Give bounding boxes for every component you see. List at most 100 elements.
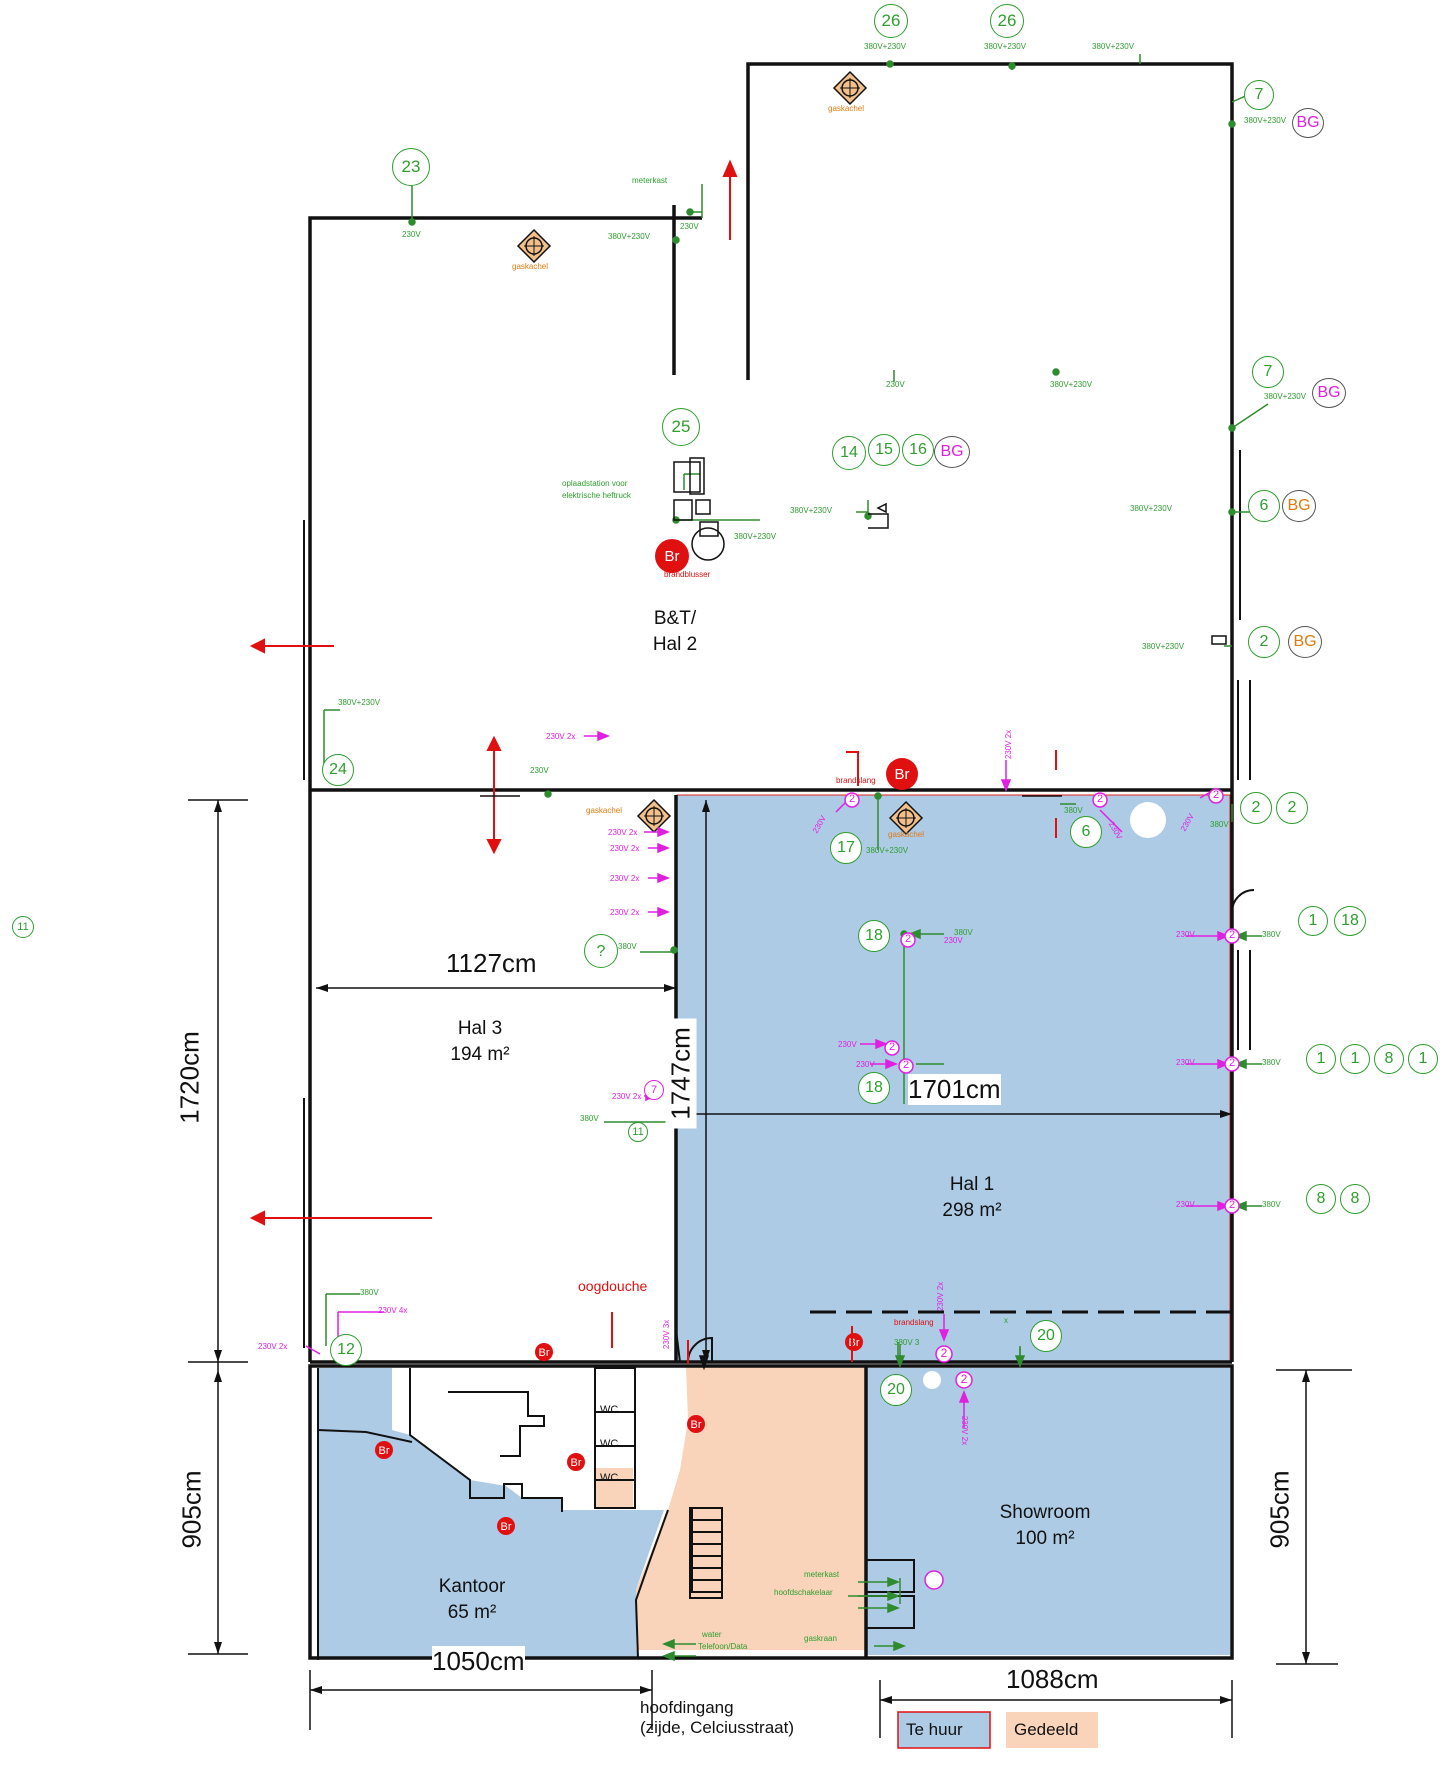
socket-label: 230V 3x [662,1319,672,1350]
socket-label: 230V 2x [960,1415,970,1446]
unknown-marker: ? [584,934,618,968]
circle-marker: 24 [322,754,354,786]
socket-label: 230V [944,936,963,945]
brandblusser-small-icon: Br Br Br Br Br Br [375,1333,863,1535]
circle-marker: 8 [1374,1044,1404,1074]
svg-text:Br: Br [571,1457,582,1469]
brandslang-label: brandslang [836,776,876,785]
room-name: B&T/ [653,608,697,629]
room-hal3-label: Hal 3 194 m² [420,1016,540,1068]
wc-gedeeld [595,1468,633,1508]
meterkast-label: meterkast [804,1570,840,1579]
interior-walls [303,450,1255,1660]
circle-marker: 6 [1248,490,1280,522]
voltage-label: 230V [886,380,905,389]
socket-number: 2 [1228,929,1236,941]
circle-marker: 12 [330,1334,362,1366]
oogdouche-label: oogdouche [578,1278,648,1294]
voltage-label: 380V [954,928,973,937]
circle-marker: 11 [12,916,34,938]
svg-text:Br: Br [379,1445,390,1457]
circle-marker: BG [934,436,970,468]
circle-marker: 20 [880,1374,912,1406]
showroom-area [866,1368,1230,1655]
entrance-line: hoofdingang [640,1698,734,1717]
socket-label: 230V 2x [610,908,640,917]
circle-marker: 7 [1252,356,1284,388]
circle-marker: 18 [858,920,890,952]
room-name: Hal 2 [652,634,698,655]
socket-label: 230V [1176,1200,1195,1209]
voltage-label: 380V [360,1288,379,1297]
room-hal2-label: B&T/ Hal 2 [620,606,730,658]
voltage-label: 380V [1064,806,1083,815]
circle-marker: BG [1288,626,1322,658]
socket-label: 230V 2x [612,1092,642,1101]
svg-text:Br: Br [691,1419,702,1431]
circle-marker: BG [1292,108,1324,138]
socket-label: 230V [1106,820,1124,841]
circle-marker: 25 [662,408,700,446]
gaskachel-icon [516,228,552,264]
circle-marker: 18 [1334,906,1366,936]
room-name: Showroom [999,1502,1091,1523]
circle-marker: 14 [832,436,866,470]
socket-2-marker [844,788,1240,1590]
circle-marker: 1 [1306,1044,1336,1074]
brandblusser-label: brandblusser [664,570,711,579]
water-label: water [702,1630,722,1639]
gaskachel-icon [636,798,672,834]
voltage-label: 380V+230V [866,846,909,855]
gaskachel-label: gaskachel [888,830,925,839]
misc-arrows [480,795,1062,1371]
brandslang-marker [611,750,1057,1364]
voltage-label: 380V+230V [338,698,381,707]
voltage-label: 380V+230V [1142,642,1185,651]
circle-marker: 26 [990,4,1024,38]
gaskachel-icon [888,800,924,836]
voltage-label: 380V+230V [1264,392,1307,401]
circle-marker: BG [1282,490,1316,522]
circle-marker: 26 [874,4,908,38]
socket-label: 230V [1176,930,1195,939]
socket-label: 230V 2x [936,1281,946,1312]
voltage-label: 380V+230V [790,506,833,515]
room-showroom-label: Showroom 100 m² [970,1500,1120,1552]
dimension-middle: 1747cm [665,1018,697,1129]
legend-gedeeld-label: Gedeeld [1014,1720,1079,1739]
circle-marker: 6 [1070,816,1102,848]
equipment-icon [868,502,1227,645]
room-name: Hal 3 [457,1018,503,1039]
laadstation-line: oplaadstation voor [562,479,628,488]
legend-gedeeld-swatch [1006,1712,1098,1748]
room-area: 65 m² [447,1602,497,1623]
gaskachel-label: gaskachel [828,104,865,113]
legend-te-huur-swatch [897,1711,991,1749]
circle-marker: 2 [1276,792,1308,824]
circle-marker: 2 [1240,792,1272,824]
circle-marker: 8 [1340,1184,1370,1214]
socket-label: 230V [838,1040,857,1049]
telefoon-label: Telefoon/Data [698,1642,748,1651]
circle-marker: 18 [858,1072,890,1104]
socket-number: 2 [888,1041,896,1053]
wc-label: WC [600,1404,619,1416]
voltage-label: 380V+230V [984,42,1027,51]
socket-label: 230V 2x [1004,729,1014,760]
socket-label: 230V [1176,1058,1195,1067]
dimension-hal3-width: 1127cm [446,948,537,979]
socket-number: 2 [904,933,912,945]
staircase [691,1507,723,1593]
voltage-label: 380V [580,1114,599,1123]
voltage-label: 380V [618,942,637,951]
gaskraan-label: gaskraan [804,1634,837,1643]
room-kantoor-label: Kantoor 65 m² [412,1574,532,1626]
dimension-bottom-right: 1088cm [1006,1664,1099,1694]
svg-text:Br: Br [539,1347,550,1359]
brandslang-label: brandslang [894,1318,934,1327]
room-hal1-label: Hal 1 298 m² [912,1172,1032,1224]
walls [308,62,1234,1660]
voltage-label: 380V 3 [894,1338,920,1347]
